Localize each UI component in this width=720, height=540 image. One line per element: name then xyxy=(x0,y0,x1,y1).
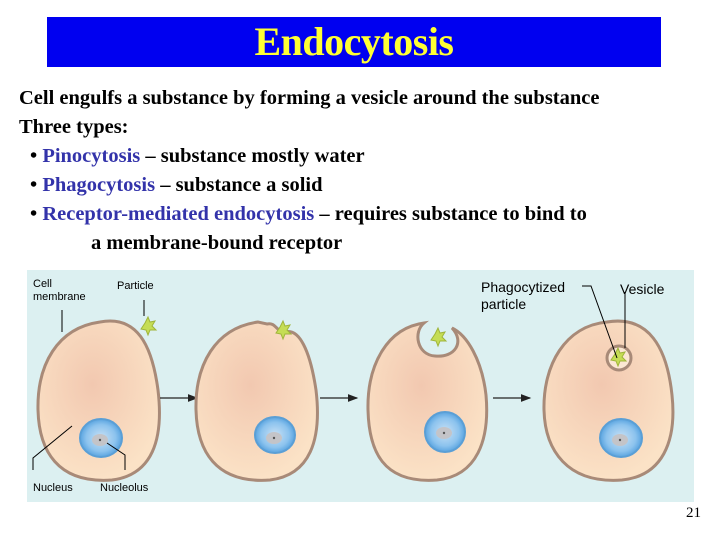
cell-stage-2 xyxy=(194,319,319,482)
bullet-symbol: • xyxy=(30,203,38,225)
diagram-canvas xyxy=(32,285,675,482)
term-pinocytosis: Pinocytosis xyxy=(42,145,141,167)
slide-body: Cell engulfs a substance by forming a ve… xyxy=(19,84,719,258)
bullet-symbol: • xyxy=(30,145,38,167)
bullet-receptor-mediated: • Receptor-mediated endocytosis – requir… xyxy=(19,200,719,229)
particle-icon xyxy=(430,326,448,348)
particle-icon xyxy=(610,346,628,368)
bullet-phagocytosis: • Phagocytosis – substance a solid xyxy=(19,171,719,200)
title-bar: Endocytosis xyxy=(47,17,661,67)
term-phagocytosis: Phagocytosis xyxy=(42,174,156,196)
bullet-description: – substance a solid xyxy=(155,174,323,196)
nucleus-icon xyxy=(599,418,643,458)
particle-icon xyxy=(140,315,158,337)
particle-icon xyxy=(275,319,293,341)
nucleus-icon xyxy=(424,411,466,453)
cell-stage-3 xyxy=(366,320,489,482)
label-nucleolus: Nucleolus xyxy=(100,482,149,494)
nucleus-leader-line xyxy=(32,425,73,470)
bullet-description: – requires substance to bind to xyxy=(314,203,587,225)
nucleus-icon xyxy=(254,416,296,454)
bullet-description: – substance mostly water xyxy=(140,145,365,167)
label-particle: Particle xyxy=(117,280,154,292)
label-nucleus: Nucleus xyxy=(33,482,73,494)
intro-text: Cell engulfs a substance by forming a ve… xyxy=(19,87,600,109)
page-number: 21 xyxy=(686,505,701,521)
term-receptor-mediated: Receptor-mediated endocytosis xyxy=(42,203,315,225)
bullet-symbol: • xyxy=(30,174,38,196)
nucleus-icon xyxy=(79,418,123,458)
nucleolus-leader-line xyxy=(106,442,126,470)
slide-title: Endocytosis xyxy=(254,19,455,64)
label-cell-membrane: Cell membrane xyxy=(33,278,86,303)
label-vesicle: Vesicle xyxy=(620,281,665,297)
endocytosis-diagram: Cell membrane Particle Nucleus Nucleolus… xyxy=(27,270,694,502)
cell-stage-4 xyxy=(542,285,675,482)
bullet-pinocytosis: • Pinocytosis – substance mostly water xyxy=(19,142,719,171)
label-phagocytized-particle: Phagocytized particle xyxy=(481,279,566,312)
phagocytized-leader-line xyxy=(582,285,618,359)
bullet-continuation: a membrane-bound receptor xyxy=(91,232,343,254)
cell-stage-1 xyxy=(32,300,161,482)
types-heading: Three types: xyxy=(19,116,129,138)
